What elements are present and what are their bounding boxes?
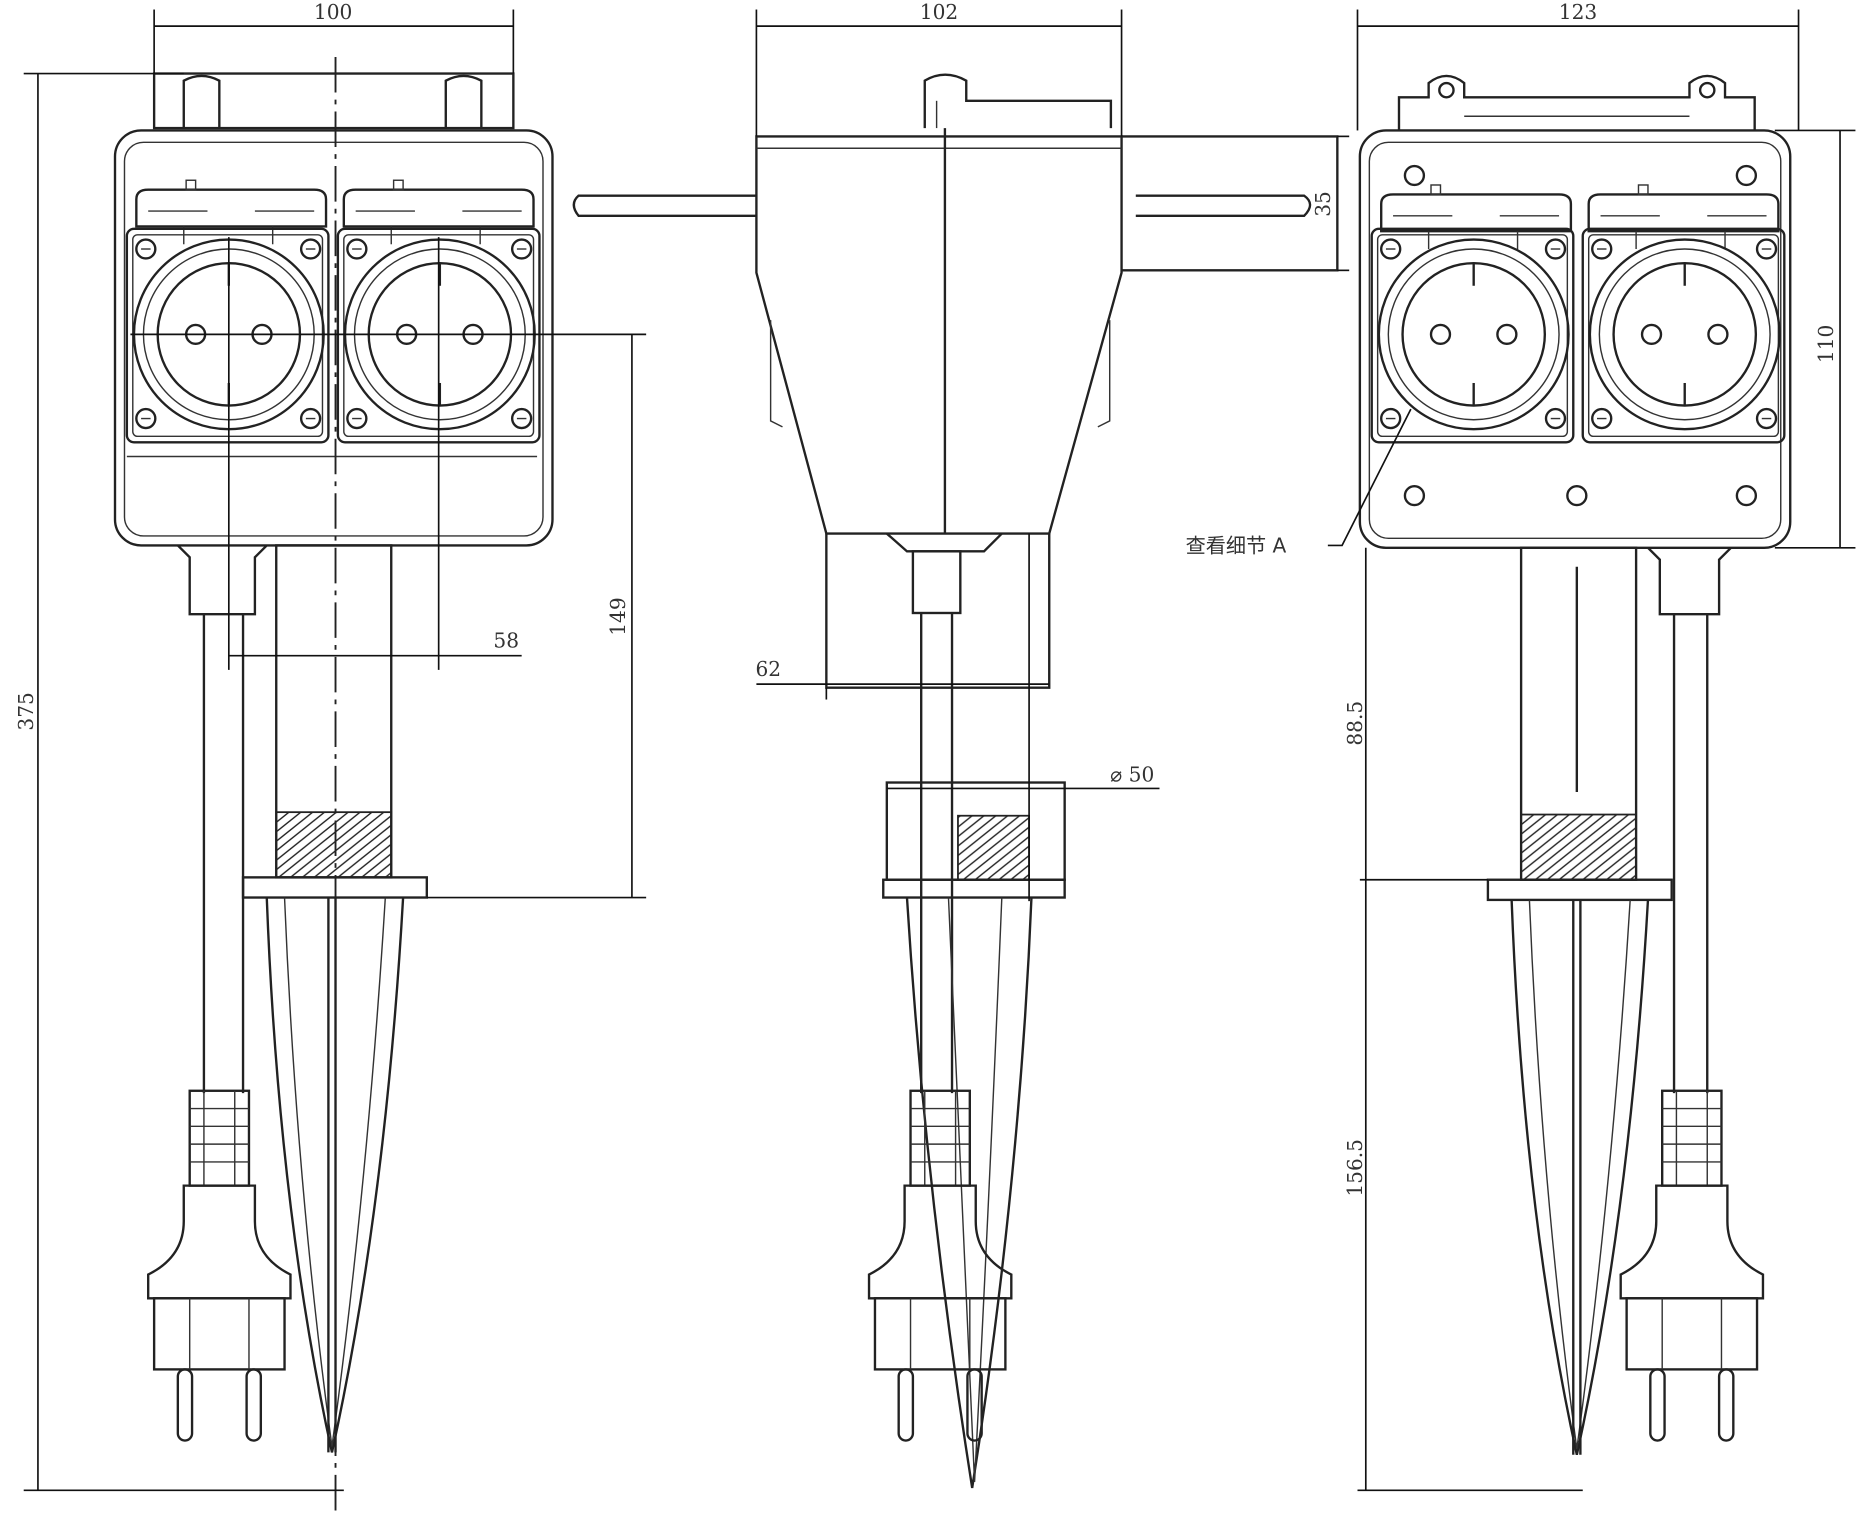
dim-socket-spacing: 58 (493, 628, 519, 652)
rear-bracket (1397, 74, 1756, 131)
detail-callout-label: 查看细节 A (1186, 534, 1287, 558)
dim-side-width: 102 (920, 0, 958, 24)
socket-module (1581, 227, 1786, 444)
enclosure (113, 129, 554, 547)
plug (147, 1089, 292, 1442)
side-spike (905, 897, 1033, 1489)
dim-stake-diameter: ⌀ 50 (1110, 762, 1154, 786)
rear-view (1358, 74, 1792, 1456)
dim-rear-width: 123 (1559, 0, 1597, 24)
base (825, 533, 1051, 689)
dim-socket-to-flange: 149 (606, 597, 630, 635)
side-view (572, 73, 1339, 1489)
handle-wing (1121, 135, 1339, 272)
front-view (113, 56, 647, 1512)
plug (1619, 1089, 1765, 1442)
handle-wing (572, 194, 757, 218)
side-dimensions: 102 35 62 ⌀ 50 (755, 0, 1350, 902)
ground-stake (1486, 546, 1673, 1456)
top-loop (923, 73, 1113, 129)
front-dimensions: 100 375 58 149 (14, 0, 647, 1492)
cable-gland (176, 544, 268, 616)
dim-front-width: 100 (314, 0, 352, 24)
rear-dimensions: 123 110 88.5 156.5 查看细节 A (1186, 0, 1856, 1492)
dim-overall-height: 375 (14, 692, 38, 730)
side-body (755, 135, 1123, 535)
detail-leader-line (1327, 408, 1412, 547)
dim-box-to-flange: 88.5 (1343, 701, 1367, 746)
dim-spike-length: 156.5 (1343, 1139, 1367, 1197)
cable-gland (1647, 546, 1732, 616)
dim-box-height: 110 (1814, 325, 1838, 363)
socket-module (1370, 227, 1575, 444)
top-bracket (152, 72, 515, 130)
dim-handle-height: 35 (1311, 191, 1335, 217)
socket-module (125, 227, 330, 444)
dim-base-width: 62 (755, 657, 781, 681)
